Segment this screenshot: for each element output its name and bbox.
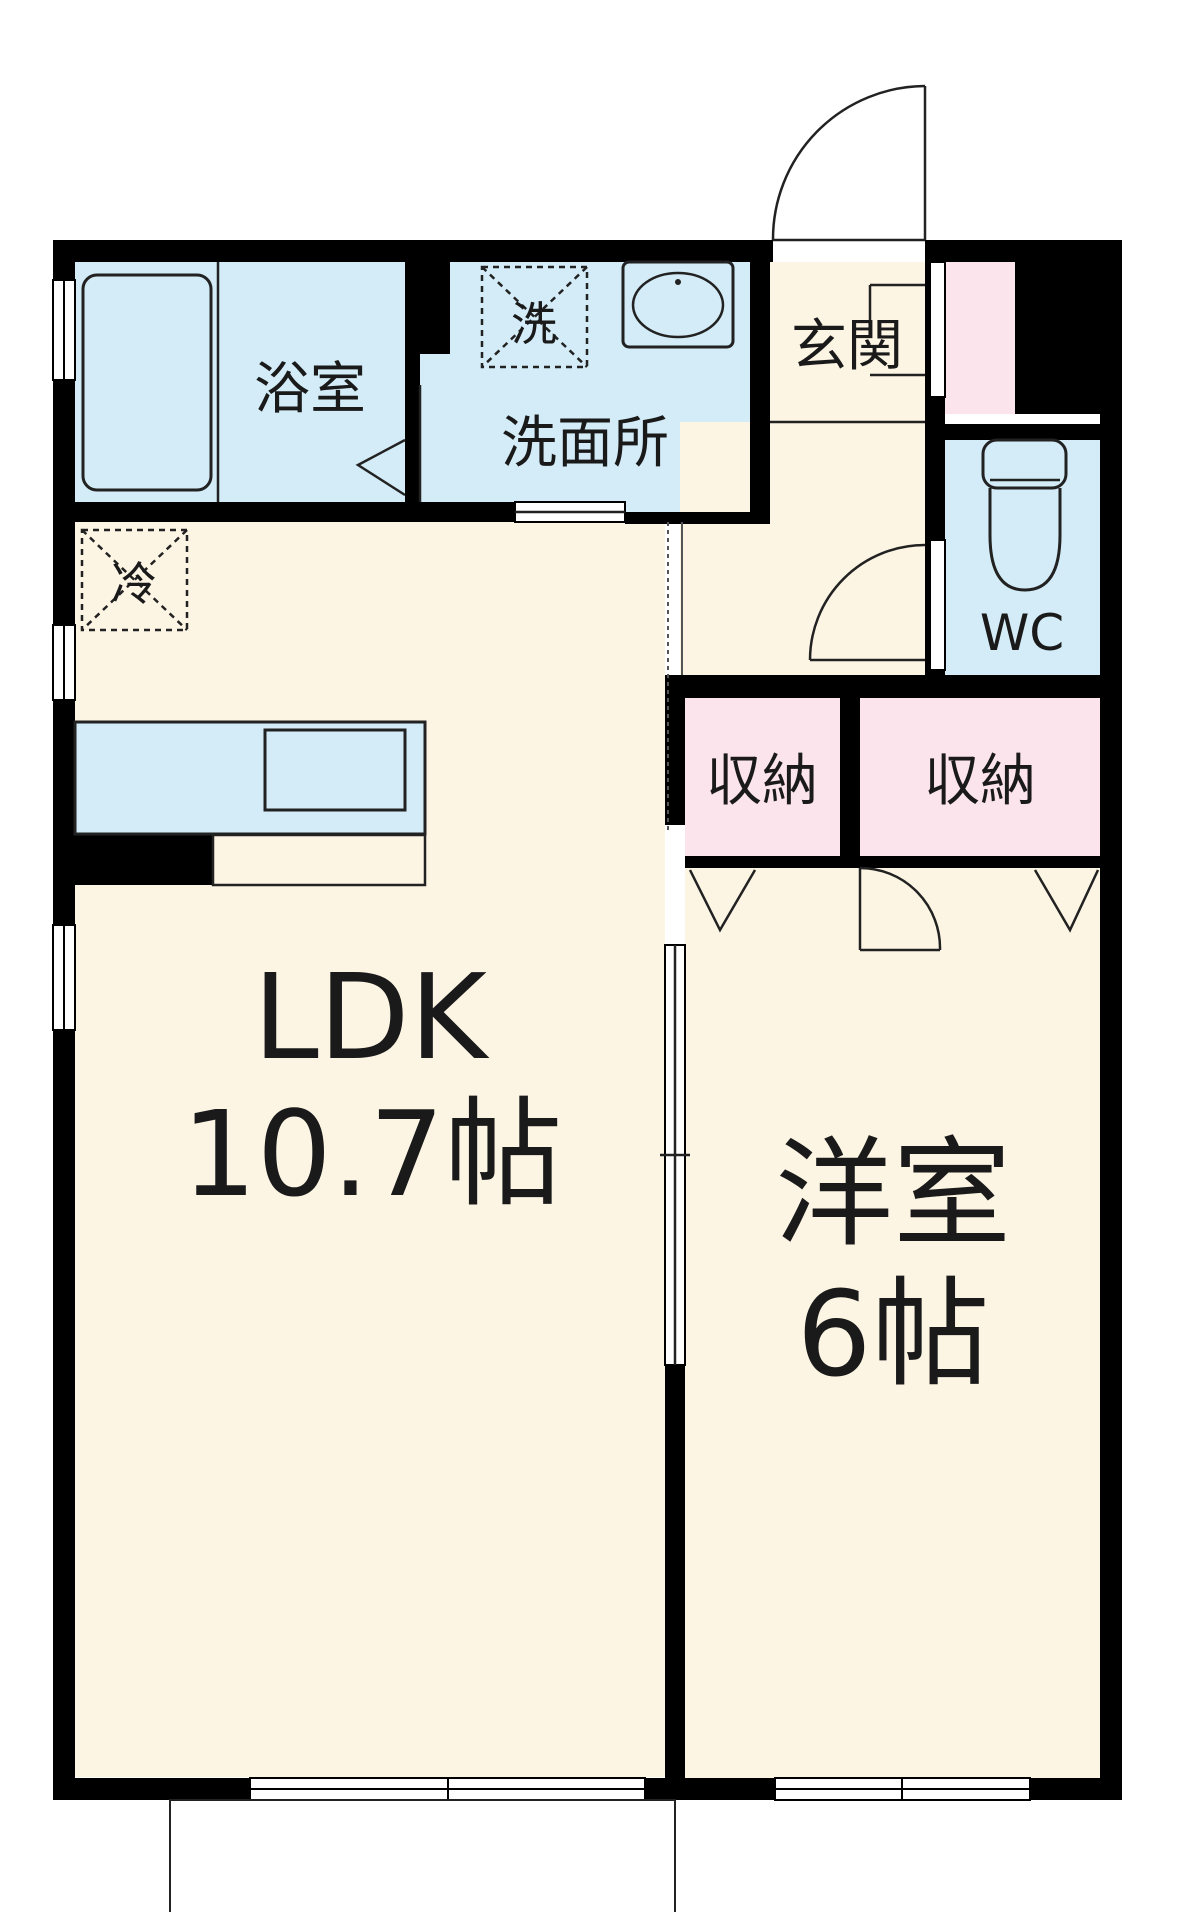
label-ldk-name: LDK: [253, 948, 490, 1086]
storage-right-floor: [860, 698, 1100, 856]
label-bath: 浴室: [254, 357, 366, 422]
balcony: [169, 1799, 676, 1912]
label-storage-left: 収納: [706, 749, 818, 814]
western-room-floor: [685, 868, 1100, 1778]
floor-fills: [75, 262, 1100, 1778]
storage-left-floor: [685, 698, 840, 856]
label-wc: WC: [980, 604, 1064, 662]
entrance-floor: [770, 262, 925, 422]
kitchen-counter: [73, 720, 427, 836]
wash-basin: [621, 260, 735, 349]
label-western-name: 洋室: [775, 1125, 1011, 1263]
label-entrance: 玄関: [791, 314, 903, 379]
doors: [355, 84, 1100, 1366]
label-ldk-size: 10.7帖: [182, 1085, 563, 1223]
label-fridge: 冷: [111, 557, 157, 611]
label-storage-right: 収納: [924, 749, 1036, 814]
fixtures: [73, 260, 1068, 1912]
bathtub: [81, 273, 213, 492]
bathroom-floor: [75, 262, 405, 502]
kitchen-sink: [263, 728, 407, 812]
label-washroom: 洗面所: [501, 411, 669, 476]
washer-pan: [480, 265, 589, 369]
windows: [52, 261, 1031, 1801]
shoe-closet-floor: [945, 262, 1015, 414]
label-washer: 洗: [511, 297, 557, 351]
fridge-space: [80, 528, 189, 632]
room-labels: 浴室 洗面所 洗 玄関 WC 冷 収納 収納 LDK 10.7帖 洋室 6帖: [111, 297, 1064, 1403]
label-western-size: 6帖: [796, 1265, 989, 1403]
toilet: [981, 438, 1068, 592]
